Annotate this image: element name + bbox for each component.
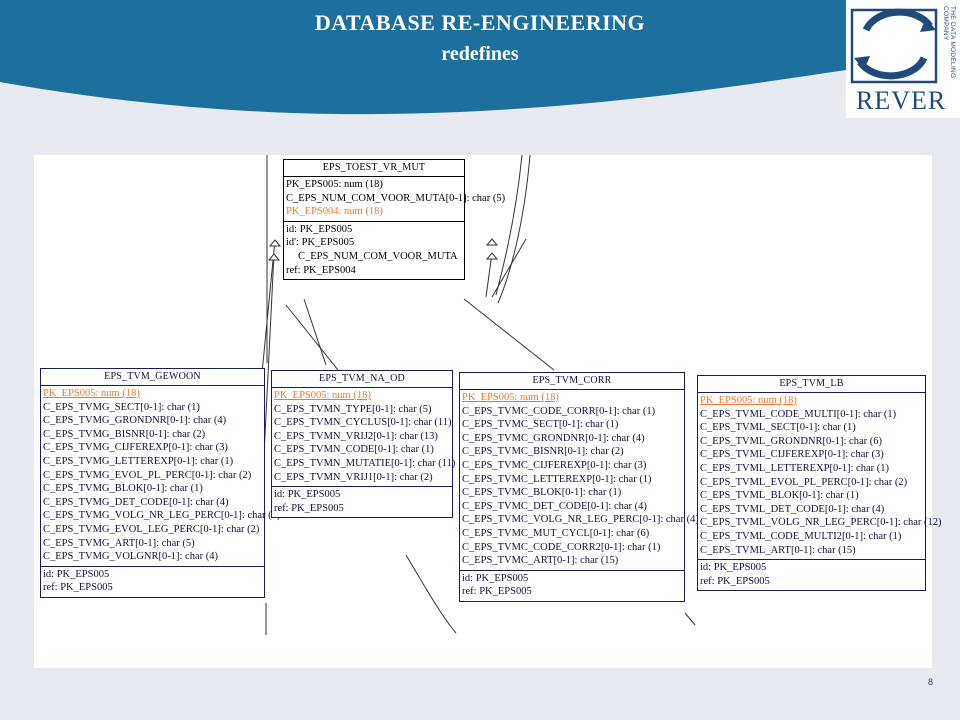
column-row: C_EPS_TVML_VOLG_NR_LEG_PERC[0-1]: char (… [700, 517, 942, 529]
column-row: C_EPS_TVMN_MUTATIE[0-1]: char (11) [274, 457, 456, 469]
column-row: C_EPS_TVMC_CODE_CORR[0-1]: char (1) [462, 405, 656, 417]
key-row: id: PK_EPS005 [286, 223, 353, 235]
slide-title: DATABASE RE-ENGINEERING [314, 10, 646, 35]
key-row: id: PK_EPS005 [274, 489, 341, 501]
column-row: C_EPS_TVMC_BISNR[0-1]: char (2) [462, 446, 624, 458]
column-row: C_EPS_TVMG_BLOK[0-1]: char (1) [43, 483, 203, 495]
column-row: C_EPS_TVML_GRONDNR[0-1]: char (6) [700, 435, 882, 447]
column-row: PK_EPS004: num (18) [286, 206, 383, 218]
logo-tagline: THE DATA MODELING COMPANY [942, 6, 956, 79]
column-row: C_EPS_TVMG_DET_CODE[0-1]: char (4) [43, 496, 229, 508]
column-row: C_EPS_TVML_LETTEREXP[0-1]: char (1) [700, 462, 889, 474]
rever-logo: REVER THE DATA MODELING COMPANY [846, 0, 960, 118]
column-row: C_EPS_TVMC_DET_CODE[0-1]: char (4) [462, 500, 647, 512]
column-row: C_EPS_TVMG_SECT[0-1]: char (1) [43, 401, 200, 413]
column-row: C_EPS_TVMG_BISNR[0-1]: char (2) [43, 428, 206, 440]
table-eps-toest-vr-mut[interactable]: EPS_TOEST_VR_MUT PK_EPS005: num (18) C_E… [283, 159, 506, 281]
column-row: C_EPS_TVMG_VOLG_NR_LEG_PERC[0-1]: char (… [43, 510, 281, 522]
column-row: C_EPS_TVML_CODE_MULTI2[0-1]: char (1) [700, 530, 902, 542]
slide-subtitle: redefines [441, 43, 519, 65]
erd-canvas: EPS_TOEST_VR_MUT PK_EPS005: num (18) C_E… [34, 155, 942, 668]
column-row: C_EPS_TVMN_TYPE[0-1]: char (5) [274, 403, 432, 415]
column-row: PK_EPS005: num (18) [462, 392, 559, 403]
column-row: PK_EPS005: num (18) [274, 390, 371, 401]
key-row: ref: PK_EPS005 [43, 582, 113, 594]
column-row: C_EPS_TVMN_VRIJ1[0-1]: char (2) [274, 471, 433, 483]
column-row: C_EPS_TVMG_EVOL_LEG_PERC[0-1]: char (2) [43, 523, 260, 535]
column-row: C_EPS_NUM_COM_VOOR_MUTA[0-1]: char (5) [286, 192, 506, 204]
logo-emblem-icon [850, 8, 938, 84]
column-row: C_EPS_TVMG_CIJFEREXP[0-1]: char (3) [43, 442, 228, 454]
column-row: C_EPS_TVMN_CODE[0-1]: char (1) [274, 444, 434, 456]
key-row: ref: PK_EPS005 [274, 502, 344, 514]
column-row: C_EPS_TVMG_LETTEREXP[0-1]: char (1) [43, 455, 234, 467]
column-row: C_EPS_TVML_ART[0-1]: char (15) [700, 544, 856, 556]
slide-header: DATABASE RE-ENGINEERING redefines REVER … [0, 0, 960, 120]
column-row: C_EPS_TVMC_CIJFEREXP[0-1]: char (3) [462, 459, 647, 471]
logo-wordmark: REVER [856, 86, 947, 115]
key-row: id': PK_EPS005 [286, 237, 355, 249]
column-row: C_EPS_TVMC_GRONDNR[0-1]: char (4) [462, 432, 645, 444]
table-name: EPS_TOEST_VR_MUT [284, 160, 464, 177]
table-eps-tvm-corr[interactable]: EPS_TVM_CORR PK_EPS005: num (18) C_EPS_T… [459, 372, 699, 602]
column-row: C_EPS_TVML_DET_CODE[0-1]: char (4) [700, 503, 885, 515]
table-eps-tvm-na-od[interactable]: EPS_TVM_NA_OD PK_EPS005: num (18) C_EPS_… [271, 370, 456, 519]
key-row: C_EPS_NUM_COM_VOOR_MUTA [298, 250, 458, 262]
table-eps-tvm-gewoon[interactable]: EPS_TVM_GEWOON PK_EPS005: num (18) C_EPS… [40, 368, 281, 598]
column-row: PK_EPS005: num (18) [700, 395, 797, 406]
columns-section: PK_EPS005: num (18) C_EPS_NUM_COM_VOOR_M… [284, 177, 506, 222]
keys-section: id: PK_EPS005 ref: PK_EPS005 [272, 487, 452, 517]
table-eps-tvm-lb[interactable]: EPS_TVM_LB PK_EPS005: num (18) C_EPS_TVM… [697, 375, 942, 592]
keys-section: id: PK_EPS005 ref: PK_EPS005 [698, 560, 925, 590]
key-row: ref: PK_EPS004 [286, 264, 356, 276]
keys-section: id: PK_EPS005 ref: PK_EPS005 [41, 567, 264, 597]
key-row: id: PK_EPS005 [43, 568, 110, 580]
column-row: C_EPS_TVML_CIJFEREXP[0-1]: char (3) [700, 449, 884, 461]
column-row: C_EPS_TVML_BLOK[0-1]: char (1) [700, 490, 859, 502]
key-row: id: PK_EPS005 [462, 572, 529, 584]
table-name: EPS_TVM_GEWOON [41, 369, 264, 386]
column-row: C_EPS_TVMG_VOLGNR[0-1]: char (4) [43, 551, 218, 563]
key-row: ref: PK_EPS005 [462, 586, 532, 598]
columns-section: PK_EPS005: num (18) C_EPS_TVMC_CODE_CORR… [460, 390, 699, 571]
column-row: C_EPS_TVMC_MUT_CYCL[0-1]: char (6) [462, 527, 650, 539]
columns-section: PK_EPS005: num (18) C_EPS_TVMN_TYPE[0-1]… [272, 388, 456, 488]
column-row: C_EPS_TVMN_VRIJ2[0-1]: char (13) [274, 430, 438, 442]
table-name: EPS_TVM_LB [698, 376, 925, 393]
table-name: EPS_TVM_NA_OD [272, 371, 452, 388]
keys-section: id: PK_EPS005 id': PK_EPS005 C_EPS_NUM_C… [284, 222, 464, 279]
column-row: C_EPS_TVMG_GRONDNR[0-1]: char (4) [43, 415, 227, 427]
column-row: C_EPS_TVML_EVOL_PL_PERC[0-1]: char (2) [700, 476, 908, 488]
column-row: C_EPS_TVMC_ART[0-1]: char (15) [462, 555, 619, 567]
column-row: C_EPS_TVMC_CODE_CORR2[0-1]: char (1) [462, 541, 661, 553]
table-name: EPS_TVM_CORR [460, 373, 684, 390]
column-row: C_EPS_TVMC_LETTEREXP[0-1]: char (1) [462, 473, 652, 485]
column-row: C_EPS_TVML_SECT[0-1]: char (1) [700, 422, 856, 434]
columns-section: PK_EPS005: num (18) C_EPS_TVML_CODE_MULT… [698, 393, 942, 561]
relationship-lines [261, 155, 696, 635]
page-number: 8 [928, 677, 934, 687]
key-row: ref: PK_EPS005 [700, 575, 770, 587]
column-row: C_EPS_TVMC_BLOK[0-1]: char (1) [462, 487, 622, 499]
keys-section: id: PK_EPS005 ref: PK_EPS005 [460, 571, 684, 601]
column-row: C_EPS_TVMC_VOLG_NR_LEG_PERC[0-1]: char (… [462, 514, 699, 526]
key-row: id: PK_EPS005 [700, 562, 767, 574]
column-row: C_EPS_TVMN_CYCLUS[0-1]: char (11) [274, 417, 452, 429]
column-row: C_EPS_TVMG_EVOL_PL_PERC[0-1]: char (2) [43, 469, 252, 481]
column-row: C_EPS_TVMC_SECT[0-1]: char (1) [462, 419, 619, 431]
columns-section: PK_EPS005: num (18) C_EPS_TVMG_SECT[0-1]… [41, 386, 281, 567]
column-row: PK_EPS005: num (18) [43, 388, 140, 399]
header-wave-shape [0, 0, 846, 115]
column-row: PK_EPS005: num (18) [286, 179, 383, 190]
column-row: C_EPS_TVML_CODE_MULTI[0-1]: char (1) [700, 408, 897, 420]
column-row: C_EPS_TVMG_ART[0-1]: char (5) [43, 537, 195, 549]
